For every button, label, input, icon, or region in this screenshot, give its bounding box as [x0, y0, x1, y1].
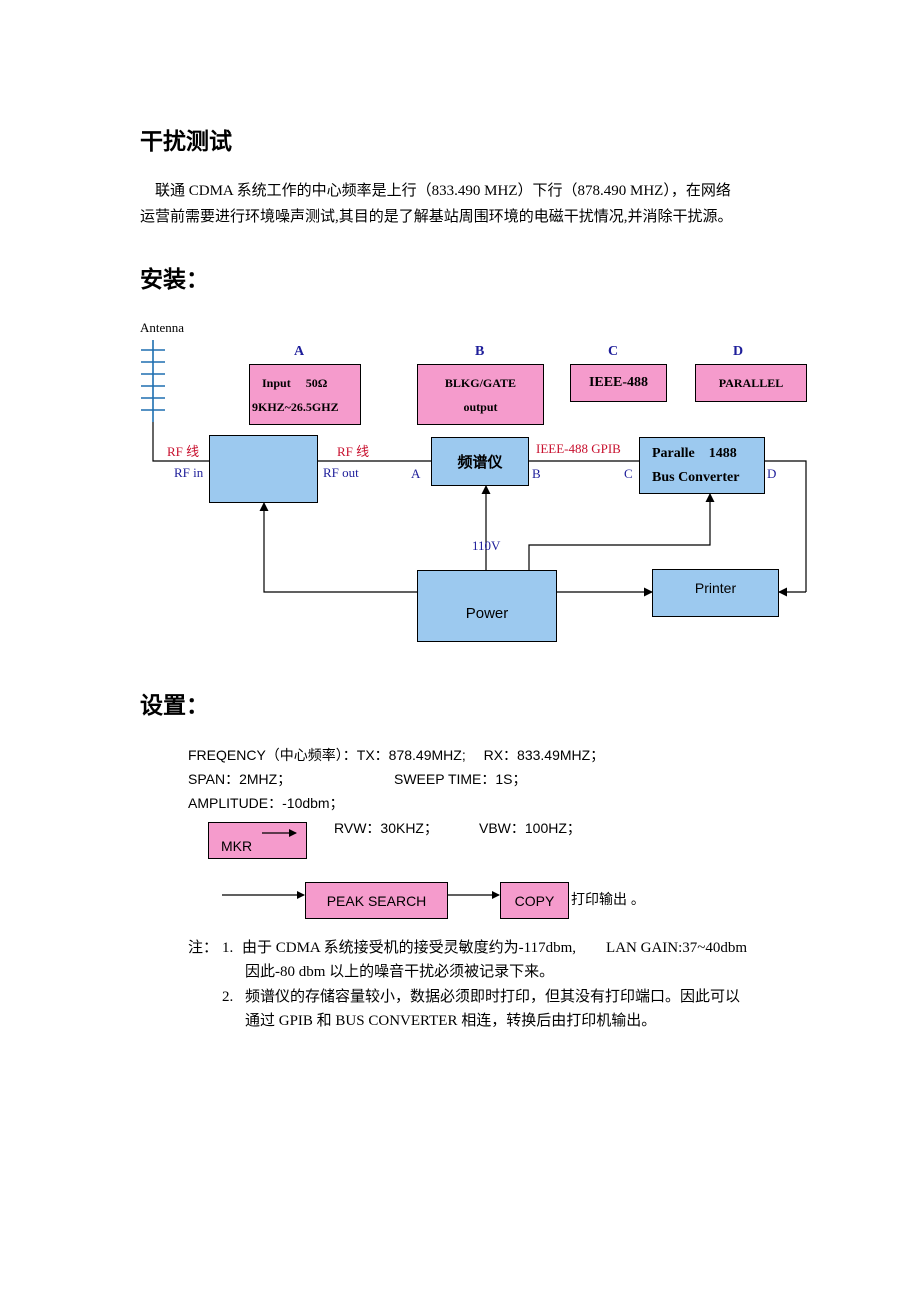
setting-frequency: FREQENCY（中心频率）：TX：878.49MHZ; RX：833.49MH…: [188, 747, 605, 763]
setting-amplitude: AMPLITUDE：-10dbm；: [188, 795, 344, 811]
notes-prefix: 注：: [188, 940, 219, 956]
rf-device-box: [209, 435, 318, 503]
setting-span: SPAN：2MHZ；: [188, 771, 292, 787]
letter-d: D: [733, 344, 744, 359]
peak-search-button[interactable]: PEAK SEARCH: [305, 882, 448, 919]
rf-line-label-right: RF 线: [337, 444, 370, 459]
box-a-line1: Input 50Ω: [262, 375, 328, 390]
port-a-label: A: [411, 466, 421, 481]
printer-box: Printer: [652, 569, 779, 617]
antenna-label: Antenna: [140, 320, 185, 335]
rf-out-label: RF out: [323, 465, 359, 480]
converter-line2: Bus Converter: [652, 469, 740, 485]
setting-sweep-time: SWEEP TIME：1S；: [394, 771, 527, 787]
voltage-label: 110V: [472, 538, 501, 553]
note-1-number: 1.: [222, 940, 234, 956]
mkr-label: MKR: [221, 837, 253, 854]
note-1-line1: 由于 CDMA 系统接受机的接受灵敏度约为-117dbm, LAN GAIN:3…: [242, 940, 748, 956]
letter-c: C: [608, 344, 619, 359]
port-b-label: B: [532, 466, 541, 481]
port-c-label: C: [624, 466, 633, 481]
box-b-blkg-gate: BLKG/GATE output: [417, 364, 544, 425]
box-a-input-spec: Input 50Ω 9KHZ~26.5GHZ: [249, 364, 361, 425]
print-output-label: 打印输出 。: [571, 891, 645, 907]
gpib-label: IEEE-488 GPIB: [536, 441, 621, 456]
box-d-parallel: PARALLEL: [695, 364, 807, 402]
letter-a: A: [294, 344, 305, 359]
box-b-line1: BLKG/GATE: [444, 375, 517, 390]
note-2-line1: 频谱仪的存储容量较小，数据必须即时打印，但其没有打印端口。因此可以: [245, 989, 741, 1005]
rf-line-label-left: RF 线: [167, 444, 200, 459]
rf-in-label: RF in: [174, 465, 204, 480]
bus-converter-box: Paralle 1488 Bus Converter: [639, 437, 765, 494]
converter-line1: Paralle 1488: [652, 445, 737, 461]
note-1-line2: 因此-80 dbm 以上的噪音干扰必须被记录下来。: [245, 964, 555, 980]
antenna-icon: [141, 340, 165, 422]
intro-paragraph-line2: 运营前需要进行环境噪声测试,其目的是了解基站周围环境的电磁干扰情况,并消除干扰源…: [140, 209, 733, 225]
box-c-ieee488: IEEE-488: [570, 364, 667, 402]
section-title-setup: 设置：: [140, 693, 209, 719]
copy-button[interactable]: COPY: [500, 882, 569, 919]
section-title-install: 安装：: [140, 267, 209, 293]
mkr-button[interactable]: MKR: [208, 822, 307, 859]
letter-b: B: [475, 344, 485, 359]
power-box: Power: [417, 570, 557, 642]
setting-vbw: VBW：100HZ；: [479, 820, 581, 836]
setting-rvw: RVW：30KHZ；: [334, 820, 438, 836]
note-2-number: 2.: [222, 989, 234, 1005]
box-b-line2: output: [463, 399, 498, 414]
intro-paragraph-line1: 联通 CDMA 系统工作的中心频率是上行（833.490 MHZ）下行（878.…: [155, 183, 731, 199]
port-d-label: D: [767, 466, 777, 481]
spectrum-analyzer-box: 频谱仪: [431, 437, 529, 486]
note-2-line2: 通过 GPIB 和 BUS CONVERTER 相连，转换后由打印机输出。: [245, 1013, 657, 1029]
box-a-line2: 9KHZ~26.5GHZ: [252, 399, 339, 414]
section-title-interference-test: 干扰测试: [140, 129, 232, 155]
